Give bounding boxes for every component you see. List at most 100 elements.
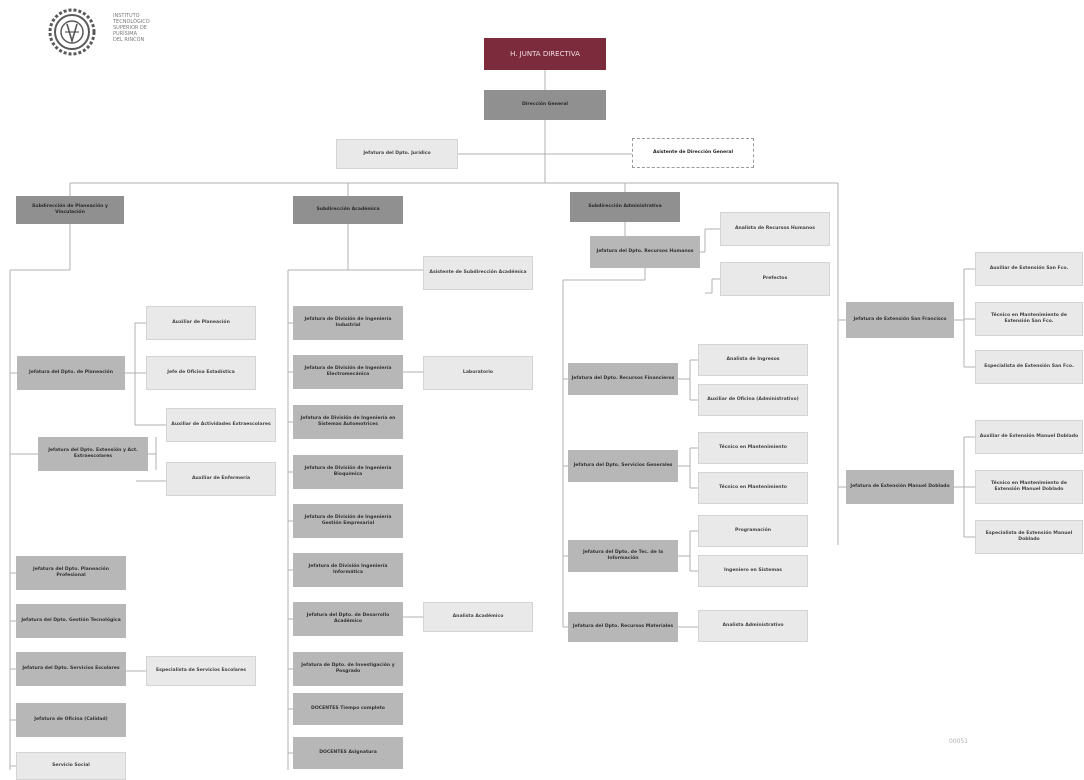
- org-box-prefectos: Prefectos: [720, 262, 830, 296]
- org-box-jefe-da: Jefatura del Dpto. de Desarrollo Académi…: [293, 602, 403, 636]
- org-box-label: Técnico en Mantenimiento de Extensión Ma…: [991, 481, 1067, 492]
- org-box-tec-md: Técnico en Mantenimiento de Extensión Ma…: [975, 470, 1083, 504]
- org-box-label: Subdirección Administrativa: [588, 204, 662, 210]
- org-box-label: Jefatura de Dpto. de Investigación y Pos…: [301, 663, 395, 674]
- org-box-label: Analista Administrativo: [722, 623, 784, 629]
- org-box-aux-md: Auxiliar de Extensión Manuel Doblado: [975, 420, 1083, 454]
- org-box-tec-sfr: Técnico en Mantenimiento de Extensión Sa…: [975, 302, 1083, 336]
- org-box-serv-soc: Servicio Social: [16, 752, 126, 780]
- org-box-aux-enf: Auxiliar de Enfermería: [166, 462, 276, 496]
- org-box-div-bio: Jefatura de División de Ingeniería Bioqu…: [293, 455, 403, 489]
- org-box-label: Jefatura del Dpto. de Desarrollo Académi…: [306, 613, 390, 624]
- org-box-asis-sa: Asistente de Subdirección Académica: [423, 256, 533, 290]
- org-box-jefe-sg: Jefatura del Dpto. Servicios Generales: [568, 450, 678, 482]
- institution-name: INSTITUTO TECNOLÓGICO SUPERIOR DE PURÍSI…: [113, 13, 183, 43]
- org-box-label: Jefatura del Dpto. Jurídico: [363, 151, 431, 157]
- org-box-asis-dg: Asistente de Dirección General: [632, 138, 754, 168]
- org-box-div-ind: Jefatura de División de Ingeniería Indus…: [293, 306, 403, 340]
- org-box-jefe-rm: Jefatura del Dpto. Recursos Materiales: [568, 612, 678, 642]
- org-box-ing-sis: Ingeniero en Sistemas: [698, 555, 808, 587]
- org-box-label: Jefatura del Dpto. Recursos Humanos: [596, 249, 694, 255]
- org-box-jefe-md: Jefatura de Extensión Manuel Doblado: [846, 470, 954, 504]
- org-box-label: Especialista de Extensión San Fco.: [984, 364, 1074, 370]
- org-box-jefe-ext: Jefatura del Dpto. Extensión y Act. Extr…: [38, 437, 148, 471]
- org-box-an-admin: Analista Administrativo: [698, 610, 808, 642]
- institution-name-line: PURÍSIMA: [113, 31, 138, 38]
- institution-name-line: TECNOLÓGICO: [113, 19, 150, 26]
- org-box-label: Asistente de Subdirección Académica: [429, 270, 527, 276]
- org-box-label: Programación: [734, 528, 772, 534]
- org-box-label: Jefatura de División de Ingeniería Elect…: [304, 366, 392, 377]
- org-box-label: Jefatura de División de Ingeniería en Si…: [300, 416, 396, 427]
- org-box-aux-plan: Auxiliar de Planeación: [146, 306, 256, 340]
- org-box-sub-plan: Subdirección de Planeación y Vinculación: [16, 196, 124, 224]
- org-box-laboratorio: Laboratorio: [423, 356, 533, 390]
- org-box-label: Jefatura del Dpto. Planeación Profesiona…: [33, 567, 109, 578]
- institution-logo: [48, 8, 96, 56]
- org-box-label: Jefatura de División Ingeniería Informát…: [308, 564, 388, 575]
- org-box-juridico: Jefatura del Dpto. Jurídico: [336, 139, 458, 169]
- org-box-aux-sfr: Auxiliar de Extensión San Fco.: [975, 252, 1083, 286]
- org-box-jefe-ti: Jefatura del Dpto. de Tec. de la Informa…: [568, 540, 678, 572]
- org-box-label: Jefatura del Dpto. Gestión Tecnológica: [21, 618, 121, 624]
- org-box-label: Asistente de Dirección General: [652, 150, 734, 156]
- org-box-label: Ingeniero en Sistemas: [724, 568, 782, 574]
- org-box-div-sa: Jefatura de División de Ingeniería en Si…: [293, 405, 403, 439]
- org-box-label: Analista de Ingresos: [726, 357, 780, 363]
- org-box-programacion: Programación: [698, 515, 808, 547]
- org-box-label: Jefe de Oficina Estadística: [167, 370, 235, 376]
- org-box-label: Técnico en Mantenimiento: [719, 445, 787, 451]
- org-box-dg: Dirección General: [484, 90, 606, 120]
- org-box-jefe-rh: Jefatura del Dpto. Recursos Humanos: [590, 236, 700, 268]
- org-box-aux-activ: Auxiliar de Actividades Extraescolares: [166, 408, 276, 442]
- institution-name-line: INSTITUTO: [113, 13, 140, 19]
- org-box-label: Jefatura de División de Ingeniería Gesti…: [304, 515, 392, 526]
- org-box-label: Subdirección de Planeación y Vinculación: [31, 204, 108, 215]
- institution-name-line: SUPERIOR DE: [113, 25, 147, 32]
- org-box-analista-rh: Analista de Recursos Humanos: [720, 212, 830, 246]
- org-box-label: Jefatura de División de Ingeniería Indus…: [304, 317, 392, 328]
- org-box-jefe-rf: Jefatura del Dpto. Recursos Financieros: [568, 363, 678, 395]
- org-box-sub-admin: Subdirección Administrativa: [570, 192, 680, 222]
- org-box-label: Auxiliar de Oficina (Administrativo): [707, 397, 799, 403]
- org-box-label: Técnico en Mantenimiento de Extensión Sa…: [991, 313, 1067, 324]
- org-box-label: Servicio Social: [52, 763, 90, 769]
- org-box-sub-acad: Subdirección Académica: [293, 196, 403, 224]
- org-box-tec-mant: Técnico en Mantenimiento: [698, 432, 808, 464]
- org-box-jefe-se: Jefatura del Dpto. Servicios Escolares: [16, 652, 126, 686]
- org-box-jefe-pp: Jefatura del Dpto. Planeación Profesiona…: [16, 556, 126, 590]
- org-box-label: Jefatura del Dpto. Servicios Escolares: [22, 666, 120, 672]
- org-box-esp-se: Especialista de Servicios Escolares: [146, 656, 256, 686]
- org-box-label: H. JUNTA DIRECTIVA: [510, 49, 580, 58]
- org-box-jefe-gt: Jefatura del Dpto. Gestión Tecnológica: [16, 604, 126, 638]
- org-box-jefe-plan: Jefatura del Dpto. de Planeación: [17, 356, 125, 390]
- org-box-label: Jefatura de Extensión San Francisco: [853, 317, 947, 323]
- org-box-doc-tc: DOCENTES Tiempo completo: [293, 693, 403, 725]
- org-box-label: Analista de Recursos Humanos: [734, 226, 815, 232]
- org-box-label: Dirección General: [521, 102, 569, 108]
- org-box-jefe-sfr: Jefatura de Extensión San Francisco: [846, 302, 954, 338]
- org-box-label: Auxiliar de Extensión Manuel Doblado: [979, 434, 1079, 440]
- org-box-div-mec: Jefatura de División de Ingeniería Elect…: [293, 355, 403, 389]
- page-mark: 00051: [949, 738, 969, 745]
- org-box-label: Jefatura del Dpto. de Planeación: [29, 370, 113, 376]
- org-box-div-inf: Jefatura de División Ingeniería Informát…: [293, 553, 403, 587]
- org-box-label: Analista Académico: [452, 614, 504, 620]
- org-box-aux-ofic: Auxiliar de Oficina (Administrativo): [698, 384, 808, 416]
- org-box-label: Jefatura de Oficina (Calidad): [34, 717, 108, 723]
- org-box-label: DOCENTES Asignatura: [319, 750, 377, 756]
- org-box-label: Jefatura del Dpto. Servicios Generales: [573, 463, 673, 469]
- org-box-label: Auxiliar de Actividades Extraescolares: [171, 422, 271, 428]
- org-box-div-ge: Jefatura de División de Ingeniería Gesti…: [293, 504, 403, 538]
- org-box-label: Auxiliar de Planeación: [172, 320, 230, 326]
- org-box-jefe-inv: Jefatura de Dpto. de Investigación y Pos…: [293, 652, 403, 686]
- org-box-jefe-cal: Jefatura de Oficina (Calidad): [16, 703, 126, 737]
- org-box-label: Jefatura del Dpto. de Tec. de la Informa…: [582, 550, 664, 561]
- org-box-tec-mant2: Técnico en Mantenimiento: [698, 472, 808, 504]
- institution-name-line: DEL RINCÓN: [113, 37, 145, 44]
- org-box-label: Técnico en Mantenimiento: [719, 485, 787, 491]
- org-box-ofic-estad: Jefe de Oficina Estadística: [146, 356, 256, 390]
- org-box-label: Jefatura del Dpto. Recursos Financieros: [571, 376, 675, 382]
